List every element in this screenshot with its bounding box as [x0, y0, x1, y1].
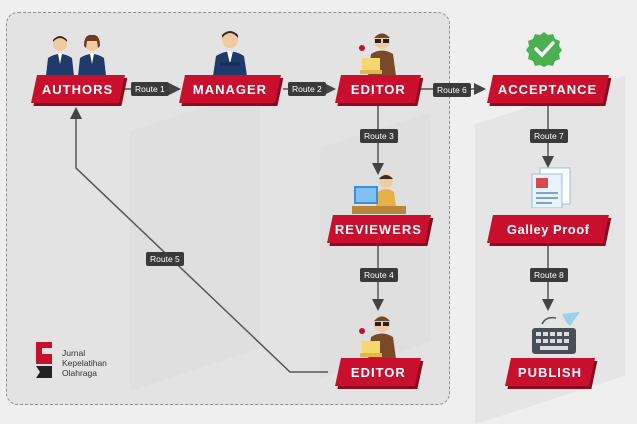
editor-person-icon [359, 33, 396, 76]
manager-person-icon [213, 31, 247, 76]
authors-node: AUTHORS [31, 75, 125, 103]
editor-node-bottom: EDITOR [335, 358, 421, 386]
acceptance-check-icon [526, 32, 562, 67]
manager-node: MANAGER [179, 75, 281, 103]
publish-node: PUBLISH [505, 358, 595, 386]
route5-line [70, 107, 328, 373]
publish-keyboard-icon [532, 312, 580, 354]
reviewer-person-icon [352, 174, 406, 214]
reviewers-node: REVIEWERS [327, 215, 431, 243]
authors-people-icon [46, 34, 106, 76]
route-label-4: Route 4 [360, 268, 398, 282]
galley-proof-node: Galley Proof [487, 215, 609, 243]
editor-person-icon [359, 316, 396, 359]
editor-node-top: EDITOR [335, 75, 421, 103]
journal-logo-text: Jurnal Kepelatihan Olahraga [62, 348, 107, 378]
route-label-8: Route 8 [530, 268, 568, 282]
acceptance-node: ACCEPTANCE [487, 75, 609, 103]
route-label-7: Route 7 [530, 129, 568, 143]
logo-line-2: Kepelatihan [62, 358, 107, 368]
route-label-3: Route 3 [360, 129, 398, 143]
route-label-5: Route 5 [146, 252, 184, 266]
logo-line-1: Jurnal [62, 348, 86, 358]
galley-document-icon [531, 167, 571, 208]
route-label-6: Route 6 [433, 83, 471, 97]
route-label-2: Route 2 [288, 82, 326, 96]
journal-logo-icon [36, 342, 52, 378]
route-label-1: Route 1 [131, 82, 169, 96]
logo-line-3: Olahraga [62, 368, 97, 378]
